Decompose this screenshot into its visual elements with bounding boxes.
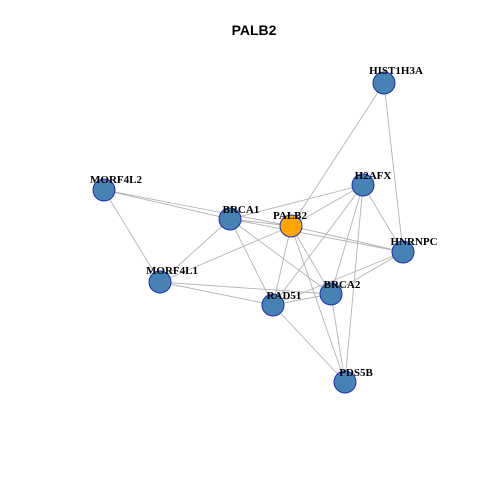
node-label-brca2: BRCA2	[324, 279, 361, 291]
node-brca1: BRCA1	[218, 204, 260, 231]
node-h2afx: H2AFX	[351, 170, 392, 197]
node-label-morf4l2: MORF4L2	[90, 174, 142, 186]
node-circle-h2afx	[351, 173, 375, 197]
edge-palb2-morf4l1	[159, 225, 292, 283]
node-palb2: PALB2	[273, 210, 308, 238]
edge-brca1-morf4l1	[159, 218, 231, 283]
edge-brca1-hnrnpc	[229, 218, 404, 253]
edge-h2afx-palb2	[290, 184, 364, 227]
node-label-h2afx: H2AFX	[355, 170, 392, 182]
node-pds5b: PDS5B	[333, 367, 373, 394]
edge-brca1-rad51	[229, 218, 274, 306]
edge-brca2-pds5b	[330, 293, 346, 383]
edge-h2afx-brca1	[229, 184, 364, 220]
node-label-hist1h3a: HIST1H3A	[369, 65, 423, 77]
node-circle-pds5b	[333, 370, 357, 394]
node-rad51: RAD51	[261, 290, 302, 317]
edge-morf4l1-rad51	[159, 281, 274, 306]
node-morf4l1: MORF4L1	[146, 265, 198, 294]
edge-palb2-hnrnpc	[290, 225, 404, 253]
node-label-rad51: RAD51	[267, 290, 302, 302]
node-hnrnpc: HNRNPC	[390, 236, 438, 264]
edge-morf4l2-morf4l1	[103, 189, 161, 283]
diagram-title: PALB2	[232, 22, 277, 38]
node-label-palb2: PALB2	[273, 210, 308, 222]
node-circle-rad51	[261, 293, 285, 317]
node-circle-hist1h3a	[372, 71, 396, 95]
node-label-morf4l1: MORF4L1	[146, 265, 198, 277]
edge-hist1h3a-hnrnpc	[383, 82, 404, 253]
edge-layer	[103, 82, 404, 383]
edge-hnrnpc-brca2	[330, 251, 404, 295]
node-label-hnrnpc: HNRNPC	[390, 236, 437, 248]
edge-h2afx-rad51	[272, 184, 364, 306]
edge-rad51-pds5b	[272, 304, 346, 383]
edge-morf4l1-brca2	[159, 281, 332, 295]
node-circle-hnrnpc	[391, 240, 415, 264]
edge-hnrnpc-rad51	[272, 251, 404, 306]
node-label-brca1: BRCA1	[223, 204, 260, 216]
edge-morf4l2-palb2	[103, 189, 292, 227]
edge-palb2-pds5b	[290, 225, 346, 383]
edge-palb2-rad51	[272, 225, 292, 306]
node-circle-morf4l1	[148, 270, 172, 294]
edge-morf4l2-brca1	[103, 189, 231, 220]
node-circle-palb2	[279, 214, 303, 238]
node-morf4l2: MORF4L2	[90, 174, 142, 202]
node-circle-brca1	[218, 207, 242, 231]
edge-h2afx-hnrnpc	[362, 184, 404, 253]
node-hist1h3a: HIST1H3A	[369, 65, 423, 95]
node-circle-morf4l2	[92, 178, 116, 202]
edge-h2afx-pds5b	[344, 184, 364, 383]
node-brca2: BRCA2	[319, 279, 361, 306]
edge-h2afx-brca2	[330, 184, 364, 295]
edge-hist1h3a-palb2	[290, 82, 385, 227]
node-label-pds5b: PDS5B	[339, 367, 373, 379]
edge-palb2-brca2	[290, 225, 332, 295]
node-circle-brca2	[319, 282, 343, 306]
edge-brca1-brca2	[229, 218, 332, 295]
